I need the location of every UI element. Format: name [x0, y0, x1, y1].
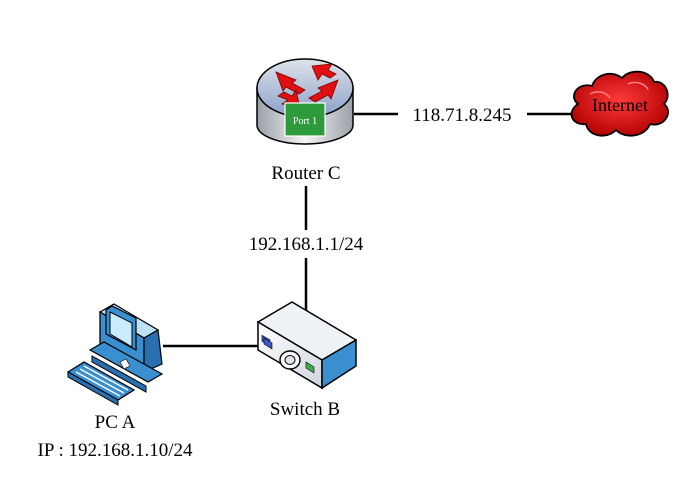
pc-label: PC A: [95, 412, 136, 433]
link-label-router-internet: 118.71.8.245: [412, 105, 511, 126]
links: [163, 112, 574, 348]
switch-icon[interactable]: [256, 301, 358, 390]
router-label: Router C: [271, 163, 340, 184]
keyboard-icon: [66, 361, 136, 406]
pc-icon[interactable]: [66, 303, 164, 406]
internet-label: Internet: [592, 95, 648, 115]
router-port-label: Port 1: [293, 116, 317, 127]
internet-cloud-icon[interactable]: Internet: [570, 70, 669, 137]
switch-label: Switch B: [270, 399, 340, 420]
pc-ip-label: IP : 192.168.1.10/24: [38, 440, 193, 461]
router-icon[interactable]: Port 1: [256, 58, 354, 145]
router-port-1[interactable]: [284, 102, 326, 137]
link-label-router-switch: 192.168.1.1/24: [249, 234, 364, 255]
